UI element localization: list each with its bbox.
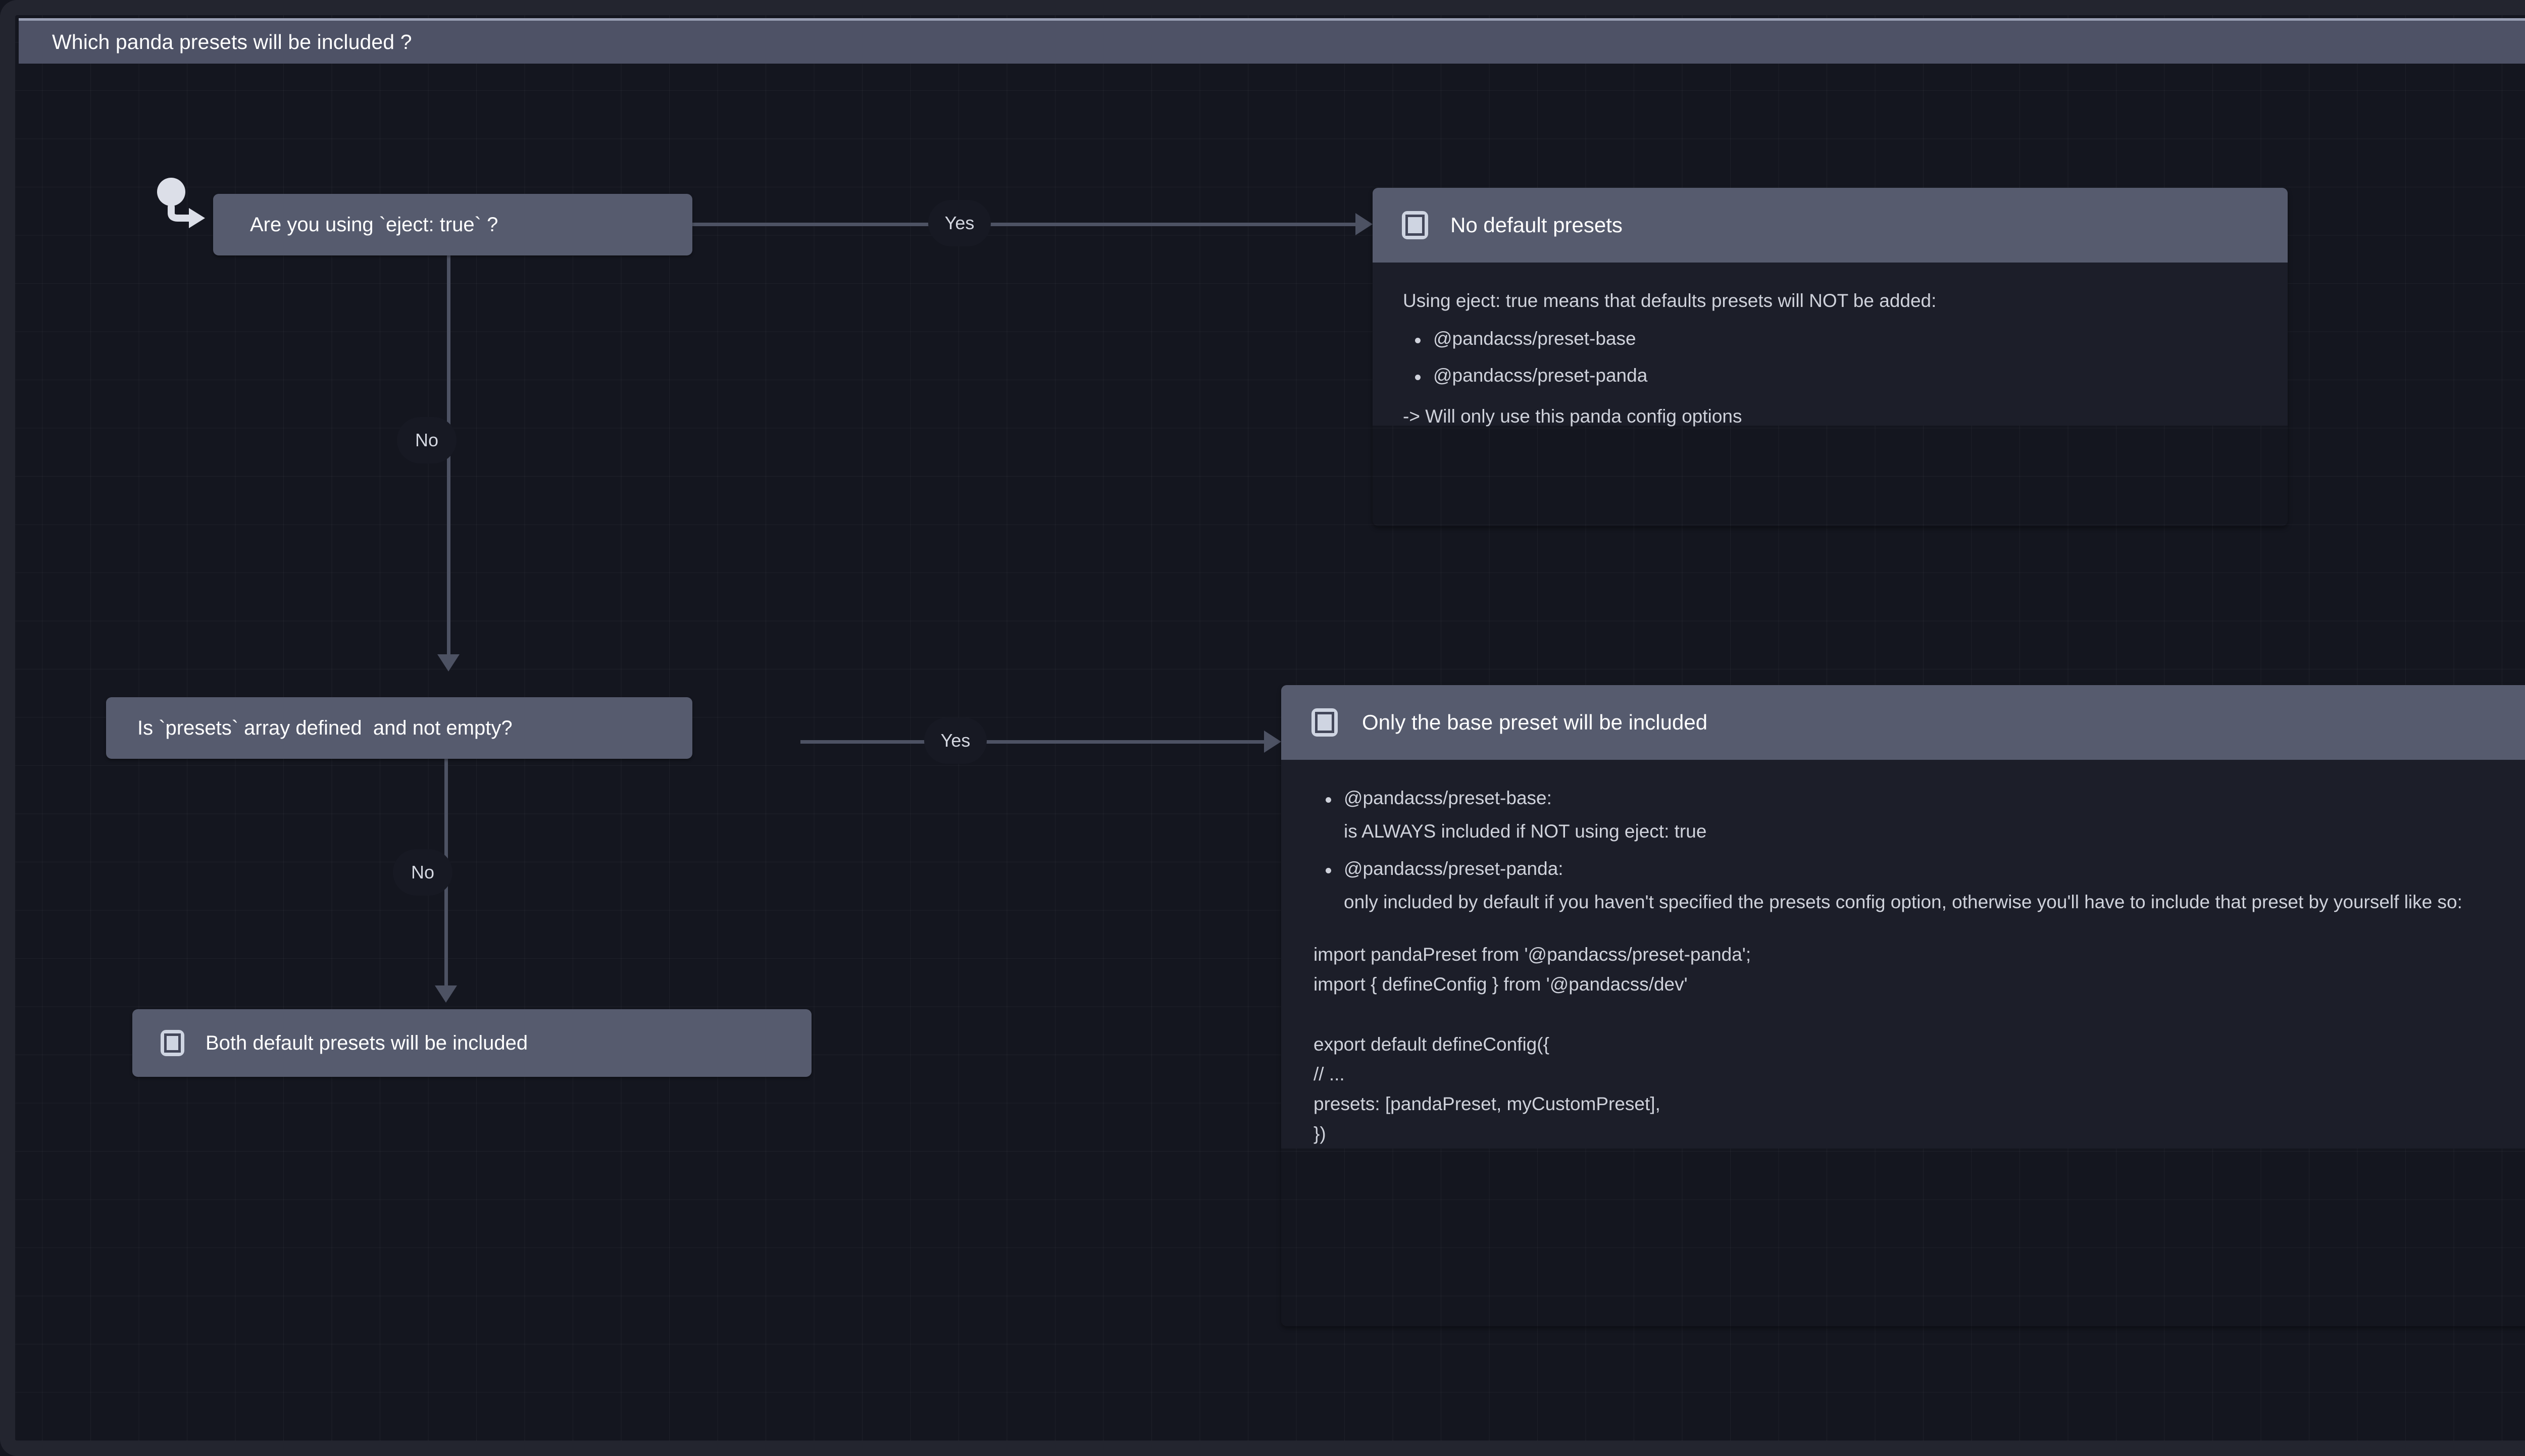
list-item-detail: only included by default if you haven't … <box>1344 892 2462 912</box>
node-presets-question[interactable]: Is `presets` array defined and not empty… <box>106 697 692 759</box>
panel-no-default-presets-body: Using eject: true means that defaults pr… <box>1373 263 2288 426</box>
start-circle-arrow-icon <box>152 172 217 237</box>
edge-label-presets-no: No <box>393 849 452 896</box>
edge-eject-no-arrowhead <box>437 654 460 671</box>
panel-only-base-preset-header: Only the base preset will be included <box>1281 685 2525 760</box>
panel-only-base-preset-title: Only the base preset will be included <box>1362 710 1708 734</box>
panel-bullet-list: @pandacss/preset-base: is ALWAYS include… <box>1314 789 2525 911</box>
node-both-default-presets[interactable]: Both default presets will be included <box>132 1009 812 1077</box>
edge-label-eject-yes: Yes <box>928 200 991 246</box>
panel-only-base-preset[interactable]: Only the base preset will be included @p… <box>1281 685 2525 1326</box>
note-icon <box>1402 211 1428 239</box>
edge-presets-yes-arrowhead <box>1264 731 1281 753</box>
list-item: @pandacss/preset-panda <box>1403 366 2257 385</box>
note-icon <box>161 1030 184 1056</box>
edge-label-text: Yes <box>944 213 975 233</box>
edge-eject-yes-arrowhead <box>1355 213 1373 235</box>
edge-label-text: No <box>411 862 435 882</box>
edge-eject-yes <box>692 223 1356 226</box>
panel-lead-text: Using eject: true means that defaults pr… <box>1403 290 1937 311</box>
panel-tail-text: -> Will only use this panda config optio… <box>1403 406 1742 427</box>
panel-bullet-list: @pandacss/preset-base @pandacss/preset-p… <box>1403 329 2257 385</box>
node-presets-question-label: Is `presets` array defined and not empty… <box>137 717 513 739</box>
node-both-default-presets-label: Both default presets will be included <box>206 1032 528 1054</box>
list-item-title: @pandacss/preset-panda: <box>1344 858 1563 879</box>
node-eject-question-label: Are you using `eject: true` ? <box>250 214 498 236</box>
code-block: import pandaPreset from '@pandacss/prese… <box>1314 944 1751 1145</box>
list-item: @pandacss/preset-panda: only included by… <box>1314 859 2525 911</box>
edge-presets-yes <box>800 740 1265 744</box>
panel-no-default-presets-title: No default presets <box>1450 213 1623 237</box>
node-eject-question[interactable]: Are you using `eject: true` ? <box>213 194 692 255</box>
edge-label-eject-no: No <box>397 417 457 463</box>
edge-label-text: No <box>415 430 439 450</box>
list-item-detail: is ALWAYS included if NOT using eject: t… <box>1344 821 1707 842</box>
panel-only-base-preset-body: @pandacss/preset-base: is ALWAYS include… <box>1281 760 2525 1149</box>
panel-no-default-presets[interactable]: No default presets Using eject: true mea… <box>1373 188 2288 526</box>
edge-label-presets-yes: Yes <box>924 717 987 764</box>
edge-presets-no-arrowhead <box>435 985 457 1003</box>
panel-no-default-presets-header: No default presets <box>1373 188 2288 263</box>
header-bar: Which panda presets will be included ? <box>19 18 2525 64</box>
list-item-title: @pandacss/preset-base: <box>1344 788 1552 808</box>
edge-label-text: Yes <box>940 730 971 751</box>
page-title: Which panda presets will be included ? <box>52 30 412 54</box>
note-icon <box>1311 708 1338 737</box>
list-item: @pandacss/preset-base <box>1403 329 2257 348</box>
list-item: @pandacss/preset-base: is ALWAYS include… <box>1314 789 2525 841</box>
